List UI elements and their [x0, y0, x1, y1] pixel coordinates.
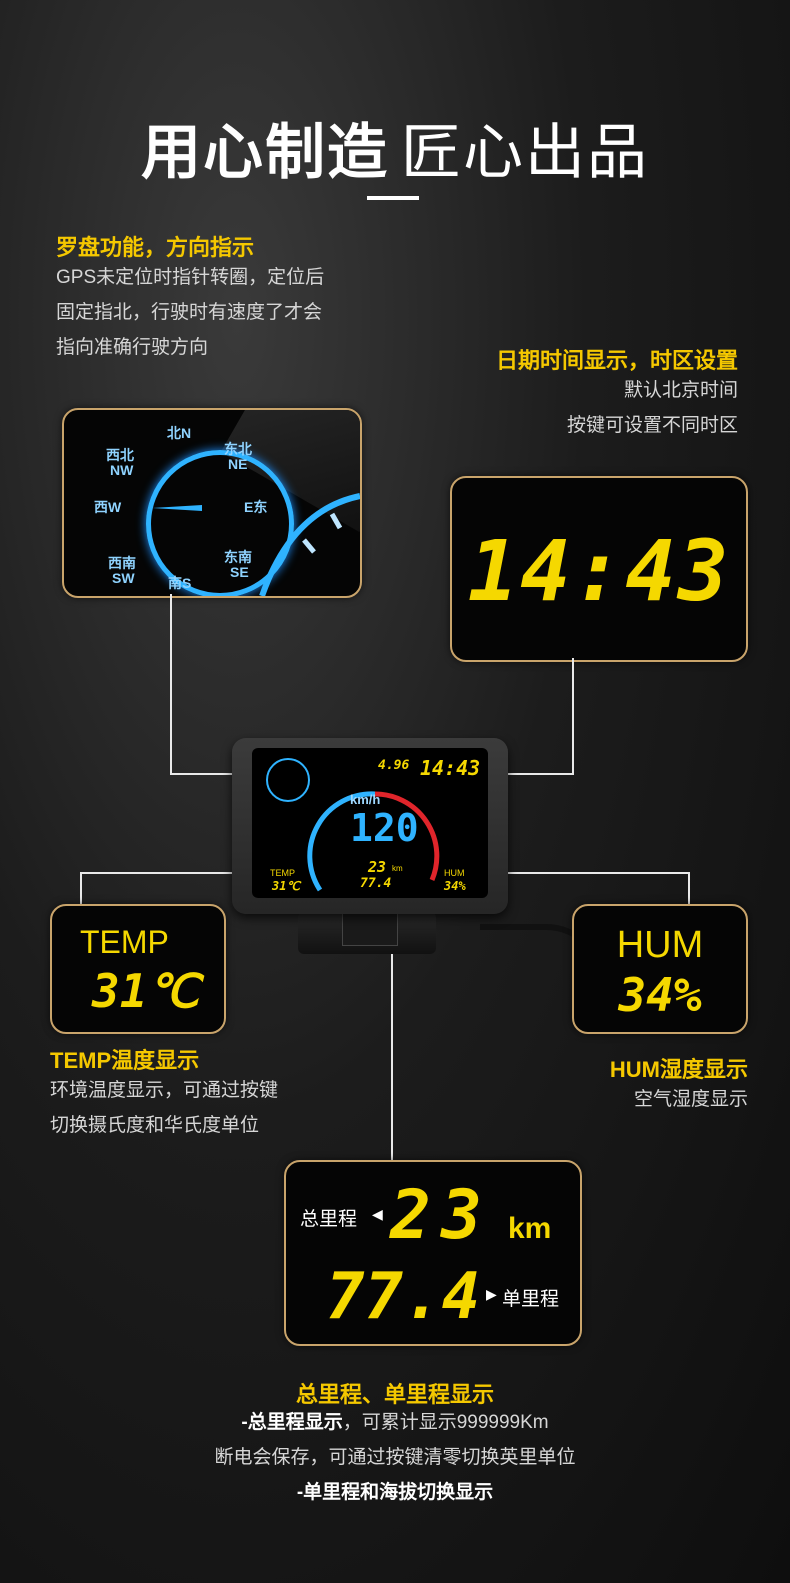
speed-arc-decoration	[259, 493, 360, 596]
datetime-desc: 默认北京时间 按键可设置不同时区	[566, 380, 738, 436]
hud-temp-label: TEMP	[270, 868, 296, 878]
title-part2: 匠心出品	[401, 119, 649, 186]
compass-panel: 北N 东北 NE E东 东南 SE 南S 西南 SW 西W 西北 NW	[62, 408, 362, 598]
dir-ne: NE	[228, 456, 248, 472]
datetime-heading: 日期时间显示，时区设置	[495, 348, 738, 373]
dir-s: 南S	[168, 575, 192, 591]
compass-heading: 罗盘功能，方向指示	[56, 235, 255, 260]
hud-speed: 120	[350, 806, 419, 850]
dir-w: 西W	[94, 499, 122, 515]
total-mileage-value: 23	[390, 1176, 492, 1255]
total-mileage-unit: km	[508, 1212, 552, 1245]
temp-panel-value: 31℃	[92, 964, 200, 1018]
hum-desc: 空气湿度显示	[633, 1089, 748, 1110]
device-stand-post	[342, 910, 398, 946]
connector-line	[80, 872, 256, 874]
speed-gauge	[307, 791, 440, 892]
connector-line	[572, 658, 574, 775]
dir-n: 北N	[167, 425, 192, 441]
compass-ring	[146, 450, 294, 596]
dir-sw-cn: 西南	[108, 555, 136, 571]
compass-desc: GPS未定位时指针转圈，定位后 固定指北，行驶时有速度了才会 指向准确行驶方向	[56, 267, 325, 358]
mini-compass-icon	[266, 758, 310, 802]
total-mileage-label: 总里程	[300, 1209, 358, 1230]
connector-line	[170, 594, 172, 774]
hum-panel-label: HUM	[616, 924, 704, 966]
dir-sw: SW	[112, 570, 135, 586]
hum-panel: HUM 34%	[572, 904, 748, 1034]
temp-heading: TEMP温度显示	[50, 1048, 200, 1073]
mileage-desc: -总里程显示，可累计显示999999Km 断电会保存，可通过按键清零切换英里单位…	[214, 1412, 576, 1503]
clock-panel: 14:43	[450, 476, 748, 662]
hud-date: 4.96	[378, 758, 410, 773]
triangle-left-icon: ◀	[372, 1206, 383, 1222]
mileage-panel: 总里程 ◀ 23 km 77.4 ▶ 单里程	[284, 1160, 582, 1346]
hud-hum-label: HUM	[444, 868, 465, 878]
title-underline	[367, 196, 419, 200]
page-title: 用心制造匠心出品	[0, 104, 790, 191]
dir-nw-cn: 西北	[106, 447, 134, 463]
hud-total: 23	[368, 858, 387, 876]
dir-nw: NW	[110, 462, 134, 478]
temp-panel: TEMP 31℃	[50, 904, 226, 1034]
mileage-heading: 总里程、单里程显示	[295, 1382, 494, 1407]
hud-unit: km/h	[350, 792, 381, 807]
compass-needle-icon	[152, 505, 202, 511]
connector-line	[170, 773, 256, 775]
connector-line	[486, 773, 574, 775]
temp-panel-label: TEMP	[80, 924, 169, 960]
connector-line	[486, 872, 690, 874]
hud-trip: 77.4	[360, 876, 392, 891]
connector-line	[391, 896, 393, 1160]
dir-e: E东	[244, 499, 268, 515]
clock-time: 14:43	[467, 522, 731, 620]
triangle-right-icon: ▶	[486, 1286, 497, 1302]
hud-hum: 34%	[444, 879, 466, 893]
dir-ne-cn: 东北	[224, 441, 252, 457]
trip-mileage-value: 77.4	[326, 1260, 481, 1334]
title-part1: 用心制造	[141, 119, 389, 186]
connector-line	[688, 872, 690, 906]
dir-se: SE	[230, 564, 249, 580]
hud-time: 14:43	[420, 756, 481, 780]
dir-se-cn: 东南	[224, 549, 252, 565]
trip-mileage-label: 单里程	[502, 1289, 560, 1310]
hum-heading: HUM湿度显示	[609, 1057, 748, 1082]
hud-total-unit: km	[392, 864, 403, 873]
connector-line	[80, 872, 82, 906]
hum-panel-value: 34%	[618, 968, 702, 1022]
temp-desc: 环境温度显示，可通过按键 切换摄氏度和华氏度单位	[50, 1080, 279, 1136]
hud-screen: 4.96 14:43 km/h 120 TEMP 31℃ HUM 34% 23 …	[252, 748, 488, 898]
hud-temp: 31℃	[272, 879, 300, 893]
